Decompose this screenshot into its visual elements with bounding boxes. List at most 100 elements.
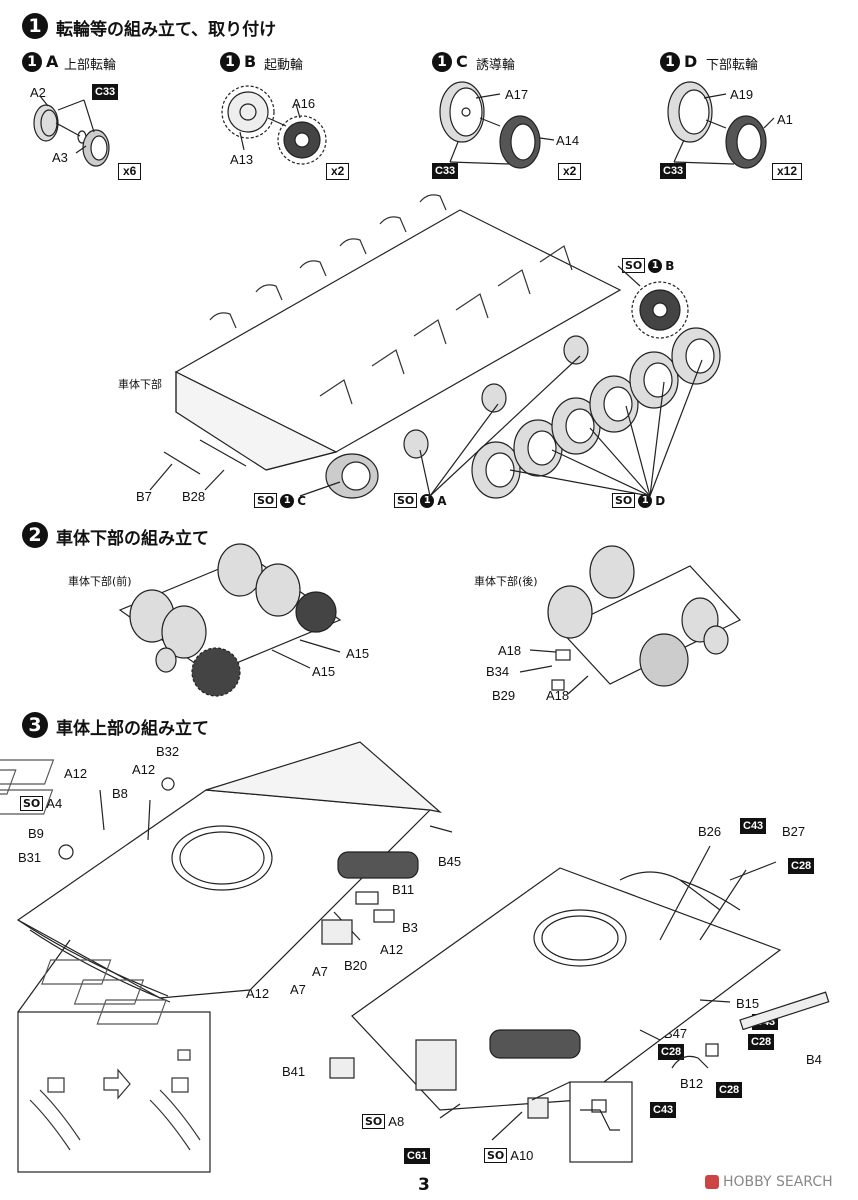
step2-title: 車体下部の組み立て — [56, 529, 209, 549]
part-label-a18-1: A18 — [498, 643, 522, 658]
part-label-a12-2: A12 — [132, 762, 156, 777]
sub1d-badge: 1 — [660, 52, 680, 72]
part-label-a4: A4 — [46, 796, 63, 811]
so-box: SO — [394, 493, 418, 508]
qty-sub1a: x6 — [118, 163, 142, 180]
part-label-a2: A2 — [30, 85, 46, 100]
qty-sub1c: x2 — [558, 163, 582, 180]
part-label-b27: B27 — [782, 824, 806, 839]
so-mark-a10: SO A10 — [484, 1148, 533, 1163]
sub1b-badge: 1 — [220, 52, 240, 72]
step1-title: 転輪等の組み立て、取り付け — [56, 20, 277, 40]
so-mark-a8: SO A8 — [362, 1114, 404, 1129]
so-mark-a11: SO A11 — [140, 1022, 188, 1037]
part-label-b34: B34 — [486, 664, 510, 679]
so-mark-1a: SO 1 A — [394, 493, 447, 508]
qty-sub1b: x2 — [326, 163, 350, 180]
part-label-c33-d: C33 — [660, 163, 687, 179]
sub1a-letter: A — [46, 52, 59, 71]
so-mark-1d: SO 1 D — [612, 493, 665, 508]
sub1d-name: 下部転輪 — [706, 58, 759, 73]
sub1c-letter: C — [456, 52, 468, 71]
so-step-badge: 1 — [280, 493, 295, 508]
part-label-b41: B41 — [282, 1064, 306, 1079]
page-number: 3 — [418, 1175, 430, 1195]
sub1c-badge: 1 — [432, 52, 452, 72]
part-label-a14: A14 — [556, 133, 580, 148]
step3-upper-hull-right — [41, 845, 830, 1163]
so-box: SO — [612, 493, 636, 508]
inset-label-b42: (左側 B42) — [24, 1043, 86, 1058]
sub1c-illustration — [439, 81, 555, 169]
part-label-c33-a: C33 — [92, 84, 119, 100]
part-label-b9: B9 — [28, 826, 44, 841]
sub1a-name: 上部転輪 — [64, 58, 117, 73]
front-hull-label: 車体下部(前) — [68, 575, 132, 588]
inset-illustration — [29, 1049, 201, 1151]
part-label-b26: B26 — [698, 824, 722, 839]
sub1a-badge: 1 — [22, 52, 42, 72]
part-label-a19: A19 — [730, 87, 754, 102]
part-label-a13: A13 — [230, 152, 254, 167]
part-label-c33-c: C33 — [432, 163, 459, 179]
part-label-b15: B15 — [736, 996, 760, 1011]
part-label-a12-4: A12 — [246, 986, 270, 1001]
so-step-letter: C — [297, 493, 307, 508]
so-mark-a4: SO A4 — [20, 796, 62, 811]
sub1b-name: 起動輪 — [264, 58, 304, 73]
part-label-a7-2: A7 — [290, 982, 306, 997]
part-label-b11: B11 — [392, 882, 415, 897]
rear-hull-label: 車体下部(後) — [474, 575, 538, 588]
step2-number-badge: 2 — [22, 522, 48, 548]
so-step-letter: A — [437, 493, 447, 508]
hobby-search-logo-icon — [705, 1175, 719, 1189]
part-label-a16: A16 — [292, 96, 316, 111]
sub1b-letter: B — [244, 52, 257, 71]
part-label-a12-3: A12 — [380, 942, 404, 957]
watermark: HOBBY SEARCH — [705, 1174, 833, 1190]
so-box: SO — [362, 1114, 386, 1129]
step3-number-badge: 3 — [22, 712, 48, 738]
so-box: SO — [254, 493, 278, 508]
part-label-b47: B47 — [664, 1026, 688, 1041]
sub1c-name: 誘導輪 — [476, 58, 516, 73]
so-step-badge: 1 — [648, 258, 663, 273]
part-label-c28-2: C28 — [748, 1034, 775, 1050]
part-label-a1: A1 — [777, 112, 793, 127]
part-label-b7: B7 — [136, 489, 152, 504]
part-label-a10: A10 — [510, 1148, 534, 1163]
step1-number-badge: 1 — [22, 13, 48, 39]
so-mark-1c: SO 1 C — [254, 493, 306, 508]
part-label-b32: B32 — [156, 744, 180, 759]
part-label-a15-1: A15 — [346, 646, 370, 661]
part-label-c61: C61 — [404, 1148, 431, 1164]
so-step-badge: 1 — [420, 493, 435, 508]
watermark-text: HOBBY SEARCH — [723, 1174, 833, 1190]
part-label-a11: A11 — [166, 1022, 189, 1037]
so-box: SO — [140, 1022, 164, 1037]
step3-title: 車体上部の組み立て — [56, 719, 209, 739]
step3-upper-hull-left — [0, 741, 453, 1003]
part-label-a15-2: A15 — [312, 664, 336, 679]
part-label-a8: A8 — [388, 1114, 405, 1129]
so-step-letter: B — [665, 258, 675, 273]
part-label-a7-1: A7 — [312, 964, 328, 979]
part-label-c28-4: C28 — [716, 1082, 743, 1098]
part-label-c43-3: C43 — [650, 1102, 677, 1118]
sub1d-illustration — [667, 81, 775, 169]
sub1a-illustration — [33, 95, 110, 167]
part-label-c43-1: C43 — [740, 818, 767, 834]
part-label-b46: B46 — [536, 1084, 560, 1099]
part-label-c28-1: C28 — [788, 858, 815, 874]
part-label-b45: B45 — [438, 854, 462, 869]
part-label-b29: B29 — [492, 688, 516, 703]
lower-hull-label: 車体下部 — [118, 378, 162, 391]
so-mark-1b: SO 1 B — [622, 258, 674, 273]
part-label-b28: B28 — [182, 489, 206, 504]
part-label-b8: B8 — [112, 786, 128, 801]
so-box: SO — [484, 1148, 508, 1163]
part-label-c28-3: C28 — [658, 1044, 685, 1060]
part-label-b3: B3 — [402, 920, 418, 935]
part-label-b12: B12 — [680, 1076, 704, 1091]
